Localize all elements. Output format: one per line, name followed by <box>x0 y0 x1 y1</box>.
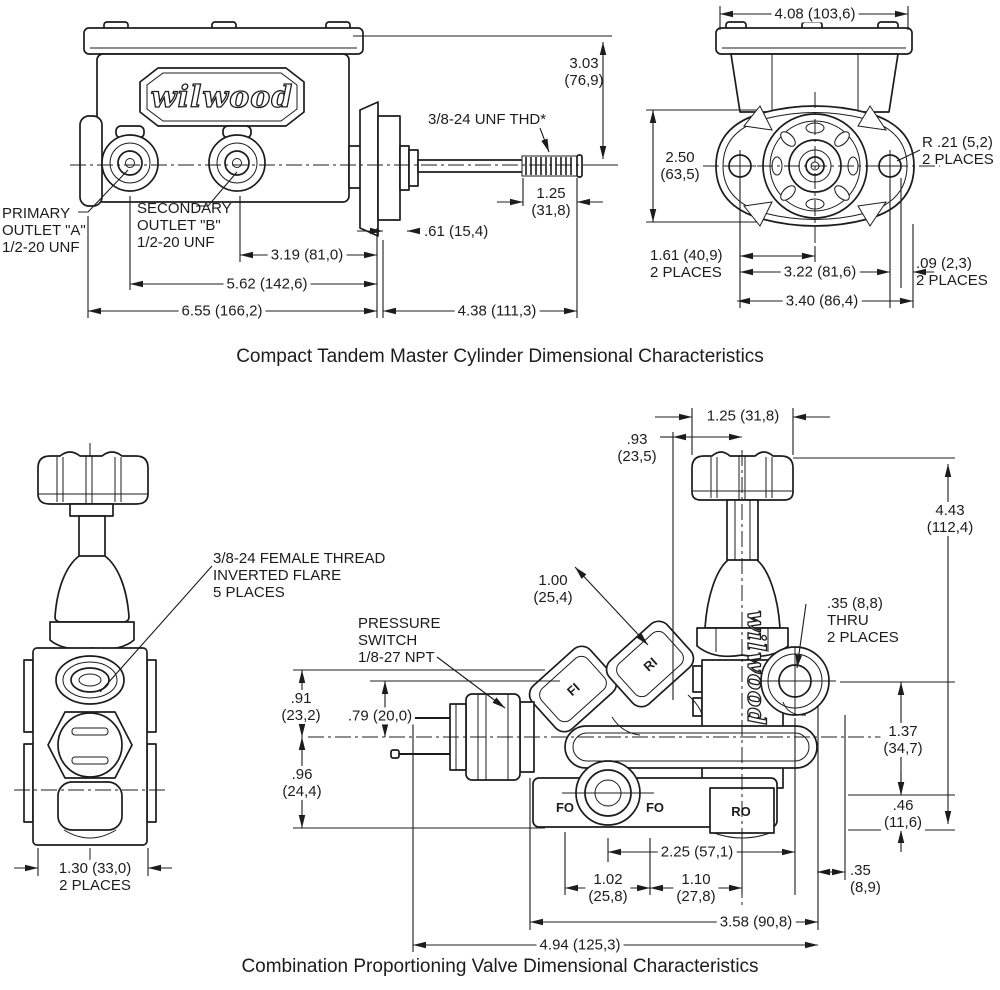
dim-161: 1.61 (40,9) 2 PLACES <box>650 247 723 282</box>
secondary-outlet-label: SECONDARY OUTLET "B" 1/2-20 UNF <box>137 200 232 252</box>
dim-137: 1.37 (34,7) <box>880 722 926 758</box>
dim-09: .09 (2,3) 2 PLACES <box>916 255 988 290</box>
dim-225: 2.25 (57,1) <box>657 843 737 861</box>
dim-93: .93 (23,5) <box>617 430 657 465</box>
thread-hatching <box>525 157 572 175</box>
dim-100: 1.00 (25,4) <box>533 571 573 606</box>
dim-340: 3.40 (86,4) <box>782 292 862 310</box>
port-label-ro: RO <box>731 804 751 819</box>
wilwood-logo-vertical: wilwood <box>742 610 771 725</box>
wilwood-logo-badge: wilwood <box>151 80 293 115</box>
dim-322: 3.22 (81,6) <box>780 263 860 281</box>
hole-note-35: .35 (8,8) THRU 2 PLACES <box>827 595 899 647</box>
dim-494: 4.94 (125,3) <box>536 936 624 954</box>
dim-110: 1.10 (27,8) <box>673 870 719 906</box>
port-label-fo-left: FO <box>556 800 574 815</box>
female-thread-note: 3/8-24 FEMALE THREAD INVERTED FLARE 5 PL… <box>213 550 386 602</box>
dim-96: .96 (24,4) <box>279 765 325 801</box>
prop-valve-side-view <box>14 443 168 886</box>
dim-250: 2.50 (63,5) <box>660 148 700 183</box>
dim-443: 4.43 (112,4) <box>923 501 977 537</box>
dim-knob-125: 1.25 (31,8) <box>703 407 783 425</box>
prop-valve-front-view: FI RI <box>308 450 908 906</box>
dim-408: 4.08 (103,6) <box>771 5 859 23</box>
dim-79: .79 (20,0) <box>344 707 416 725</box>
dim-91: .91 (23,2) <box>278 689 324 725</box>
dim-130: 1.30 (33,0) 2 PLACES <box>55 859 135 895</box>
dim-438: 4.38 (111,3) <box>454 302 540 320</box>
dim-thread-125: 1.25 (31,8) <box>528 184 574 220</box>
dim-102: 1.02 (25,8) <box>585 870 631 906</box>
dim-boot-61: .61 (15,4) <box>424 223 489 240</box>
thread-note-label: 3/8-24 UNF THD* <box>428 111 547 128</box>
dim-358: 3.58 (90,8) <box>716 913 796 931</box>
dim-319: 3.19 (81,0) <box>267 246 347 264</box>
master-cylinder-end-view <box>703 21 940 246</box>
dim-height-303: 3.03 (76,9) <box>564 54 604 89</box>
port-label-fo-right: FO <box>646 800 664 815</box>
dim-562: 5.62 (142,6) <box>223 275 311 293</box>
rear-inlet-port: RI <box>605 620 695 708</box>
dim-655: 6.55 (166,2) <box>178 302 266 320</box>
master-cylinder-side-view: wilwood <box>70 21 618 237</box>
front-inlet-port: FI <box>528 645 618 733</box>
prop-valve-title: Combination Proportioning Valve Dimensio… <box>241 956 759 978</box>
dim-35-edge: .35 (8,9) <box>850 862 881 897</box>
dim-46: .46 (11,6) <box>880 796 926 832</box>
primary-outlet-label: PRIMARY OUTLET "A" 1/2-20 UNF <box>2 205 86 257</box>
master-cylinder-title: Compact Tandem Master Cylinder Dimension… <box>236 346 764 368</box>
pressure-switch-label: PRESSURE SWITCH 1/8-27 NPT <box>358 615 441 667</box>
radius-note: R .21 (5,2) 2 PLACES <box>922 134 994 169</box>
